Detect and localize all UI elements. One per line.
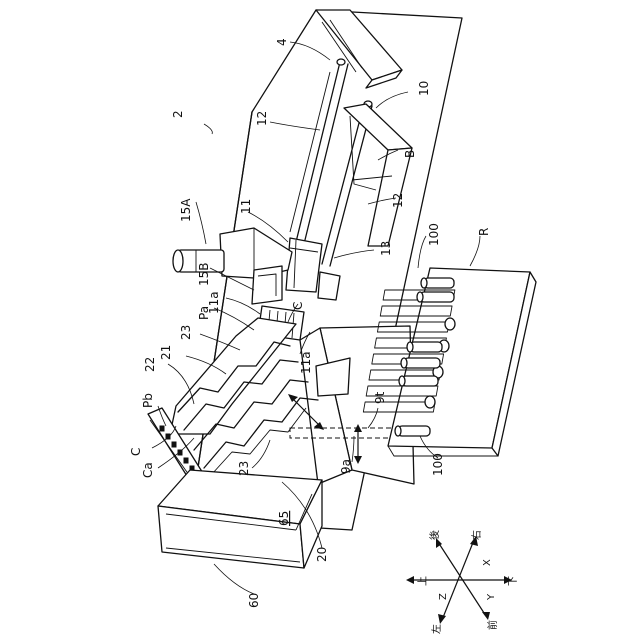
label-23-top: 23 bbox=[179, 325, 193, 340]
label-R: R bbox=[477, 228, 491, 236]
label-11a-bottom: 11a bbox=[299, 351, 313, 374]
label-100-bottom: 100 bbox=[431, 453, 445, 476]
label-65: 65 bbox=[277, 511, 291, 526]
axis-x: X bbox=[482, 559, 493, 566]
label-2: 2 bbox=[171, 110, 185, 118]
label-Pb: Pb bbox=[141, 393, 155, 408]
axis-back: 後 bbox=[428, 530, 441, 540]
axis-y: Y bbox=[486, 593, 497, 601]
label-60: 60 bbox=[247, 593, 261, 608]
label-Pa: Pa bbox=[197, 306, 211, 320]
axis-front: 前 bbox=[486, 620, 499, 630]
label-21: 21 bbox=[159, 345, 173, 360]
label-B: B bbox=[403, 150, 417, 158]
label-15A: 15A bbox=[179, 198, 193, 222]
label-9t: 9t bbox=[373, 391, 387, 404]
label-15B: 15B bbox=[197, 262, 211, 286]
axis-left: 左 bbox=[430, 624, 443, 634]
label-C-left: C bbox=[129, 448, 143, 456]
axis-right: 右 bbox=[470, 530, 483, 540]
label-12-right: 12 bbox=[391, 193, 405, 208]
label-22: 22 bbox=[143, 357, 157, 372]
label-4: 4 bbox=[275, 38, 289, 46]
axis-z: Z bbox=[438, 593, 449, 600]
label-11: 11 bbox=[239, 199, 253, 214]
label-20: 20 bbox=[315, 547, 329, 562]
direction-indicator: 後 右 上 下 左 前 X Y Z bbox=[406, 530, 519, 634]
label-10: 10 bbox=[417, 81, 431, 96]
label-23-bottom: 23 bbox=[237, 461, 251, 476]
label-12-top: 12 bbox=[255, 111, 269, 126]
axis-up: 上 bbox=[417, 576, 429, 586]
label-Ca: Ca bbox=[141, 462, 155, 478]
label-100-top: 100 bbox=[427, 223, 441, 246]
tray-60 bbox=[158, 470, 322, 568]
label-C-top: C bbox=[291, 302, 305, 310]
label-13: 13 bbox=[379, 241, 393, 256]
axis-down: 下 bbox=[508, 576, 519, 586]
label-9a: 9a bbox=[339, 459, 353, 474]
